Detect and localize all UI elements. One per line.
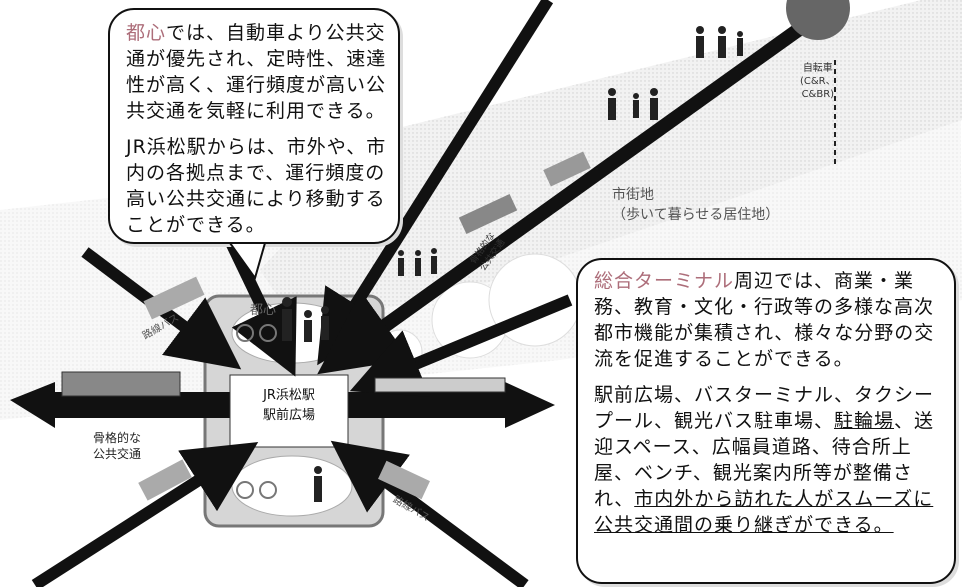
- bottom-oval: [231, 455, 353, 517]
- arrow-from-top: [317, 0, 554, 366]
- bus-icon: [543, 151, 591, 187]
- arrow-from-right-bubble: [349, 294, 573, 397]
- cycle-label: 自転車 (C&R、 C&BR): [800, 63, 836, 100]
- right-bubble-para2: 駅前広場、バスターミナル、タクシープール、観光バス駐車場、駐輪場、送迎スペース、…: [594, 384, 935, 536]
- train-icon: [374, 377, 506, 393]
- trunk-transit-label: 骨格的な 公共交通: [92, 431, 141, 461]
- people-icon: [398, 248, 437, 276]
- left-speech-bubble: 都心では、自動車より公共交通が優先され、定時性、速達性が高く、運行頻度が高い公共…: [108, 8, 400, 244]
- station-label: JR浜松駅 駅前広場: [262, 388, 315, 423]
- left-bubble-para1: 都心では、自動車より公共交通が優先され、定時性、速達性が高く、運行頻度が高い公共…: [126, 22, 387, 122]
- train-icon: [61, 371, 181, 397]
- people-icon: [608, 88, 658, 120]
- arrow-from-topright: [317, 19, 810, 375]
- shigaichi-label: 市街地 （歩いて暮らせる居住地）: [612, 187, 780, 223]
- right-bubble-para1: 総合ターミナル周辺では、商業・業務、教育・文化・行政等の多様な高次都市機能が集積…: [594, 270, 935, 370]
- toshin-label: 都心: [250, 303, 277, 318]
- person-walking-icon: [314, 466, 322, 502]
- bus-icon: [138, 459, 192, 501]
- hub-circle: [786, 0, 850, 40]
- bus-icon: [143, 276, 205, 320]
- bicycle-icon: [236, 324, 277, 499]
- left-bubble-para2: JR浜松駅からは、市外や、市内の各拠点まで、運行頻度の高い公共交通により移動する…: [126, 136, 387, 236]
- right-speech-bubble: 総合ターミナル周辺では、商業・業務、教育・文化・行政等の多様な高次都市機能が集積…: [576, 258, 956, 584]
- arrow-from-bottomleft: [31, 442, 259, 587]
- people-icon: [282, 297, 329, 342]
- people-icon: [696, 26, 743, 58]
- tram-icon: [458, 194, 518, 234]
- bus-icon: [378, 460, 430, 500]
